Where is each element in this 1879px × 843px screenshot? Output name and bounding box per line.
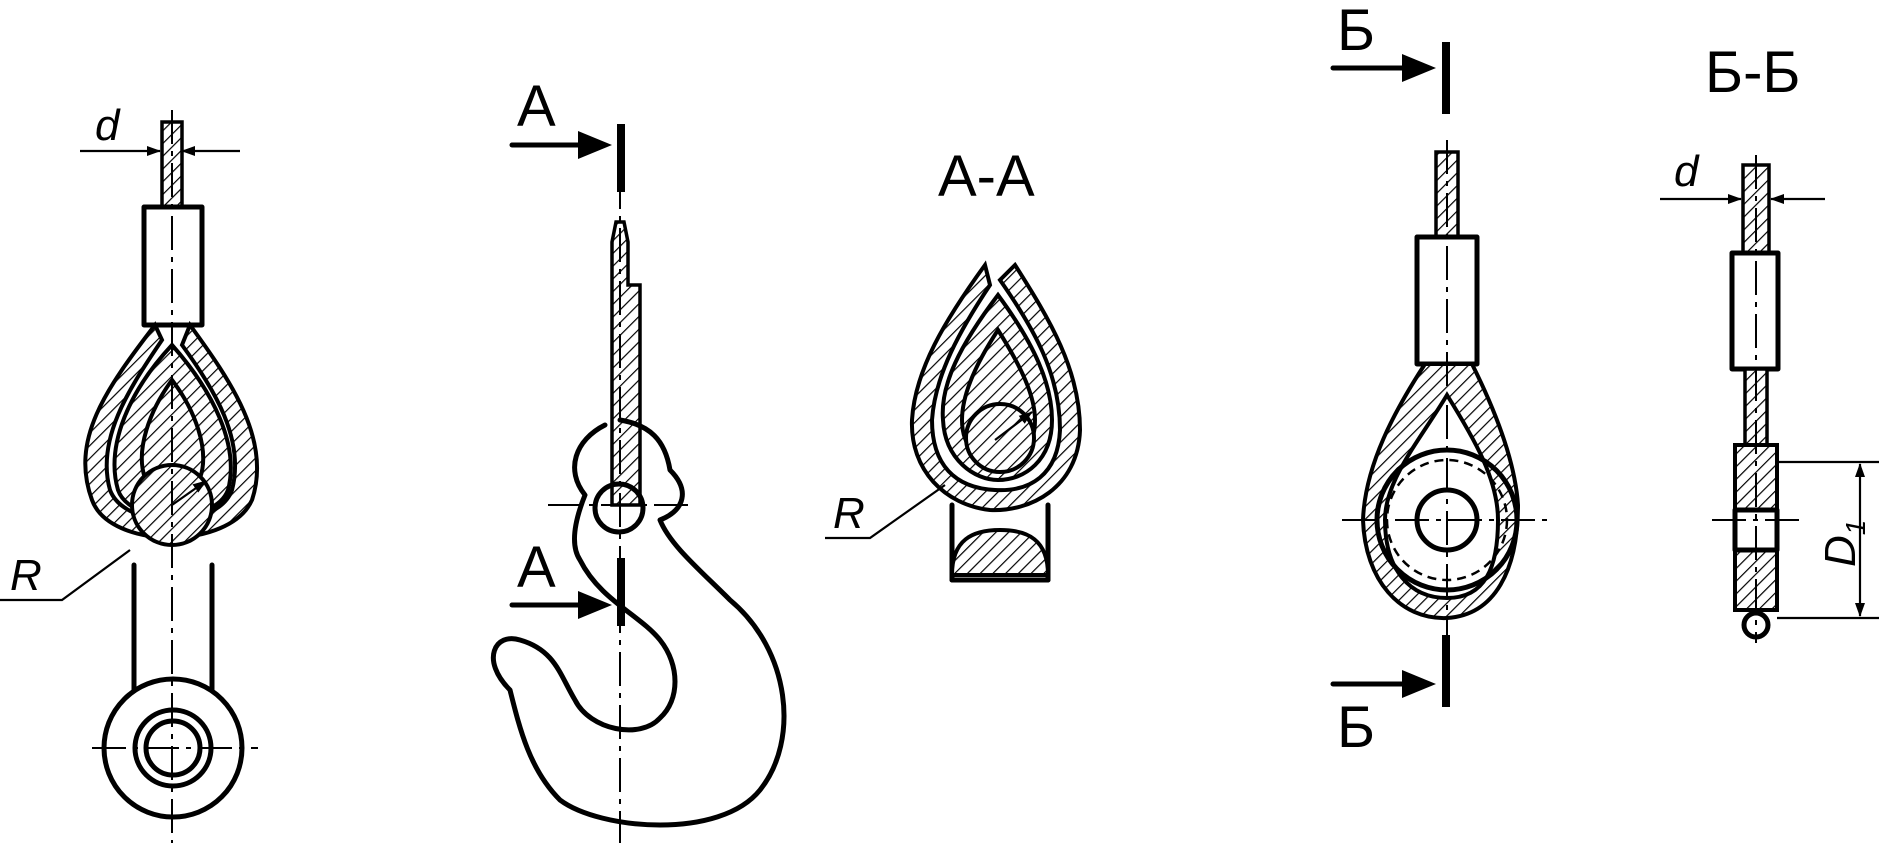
link-stub-section [949,502,1051,583]
radius-leader-1: R [0,549,131,602]
label-A-bottom: А [517,535,556,600]
label-B-B: Б-Б [1705,40,1800,105]
section-mark-B-top: Б [1330,0,1450,114]
label-B-top: Б [1337,0,1375,63]
section-mark-A-bottom: А [509,535,625,626]
label-B-bottom: Б [1337,695,1375,760]
label-d-5: d [1674,147,1700,196]
rope-loop-1 [83,320,260,540]
pin-section-3 [964,402,1036,474]
radius-leader-3: R [825,484,946,540]
view-eye-bushing: Б Б [1330,0,1552,760]
label-d-1: d [95,101,121,150]
label-R-1: R [10,551,42,600]
label-R-3: R [833,489,865,538]
D1-dimension: D1 [1777,460,1879,620]
rope-strand-2 [610,220,642,507]
section-mark-B-bottom: Б [1330,635,1450,760]
rope-d-dimension-5: d [1660,147,1825,204]
view-section-A-A: А-А R [825,144,1083,583]
label-A-A: А-А [938,144,1035,209]
label-D1: D1 [1816,520,1871,567]
view-section-B-B: Б-Б d D1 [1660,40,1879,643]
rope-loop-3 [909,260,1083,513]
hook-body [490,417,787,828]
rope-d-dimension: d [80,101,240,156]
view-hook: А А [490,74,787,843]
view-rope-eye-with-link: d R [0,101,260,843]
label-A-top: А [517,74,556,139]
section-mark-A-top: А [509,74,625,192]
